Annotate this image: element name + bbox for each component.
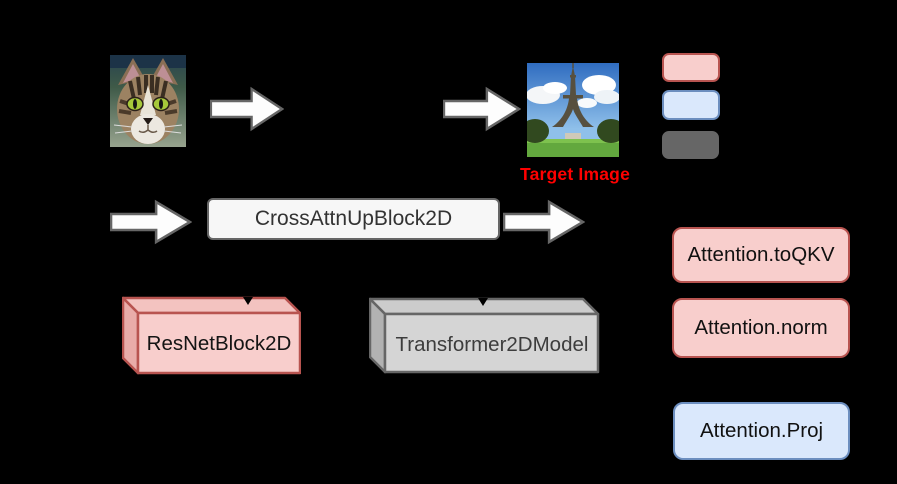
attention-norm-label: Attention.norm: [694, 316, 828, 339]
transformer-model-label: Transformer2DModel: [396, 333, 589, 356]
attention-toqkv-box: Attention.toQKV: [672, 227, 850, 283]
resnet-block-label: ResNetBlock2D: [147, 332, 292, 355]
transformer-model-cube: Transformer2DModel: [369, 297, 600, 374]
cross-attn-up-block: CrossAttnUpBlock2D: [207, 198, 500, 240]
arrow-into-block-icon: [110, 199, 192, 245]
legend-blue-swatch: [662, 90, 720, 120]
attention-norm-box: Attention.norm: [672, 298, 850, 358]
target-image-caption: Target Image: [519, 164, 631, 184]
legend-red-swatch: [662, 53, 720, 82]
connector-arrowhead-icon: [478, 298, 488, 306]
source-cat-image: [110, 55, 186, 147]
arrow-out-of-block-icon: [503, 199, 585, 245]
target-eiffel-image: [527, 63, 619, 157]
legend-gray-swatch: [662, 131, 719, 159]
attention-toqkv-label: Attention.toQKV: [687, 243, 835, 266]
attention-proj-label: Attention.Proj: [699, 419, 824, 442]
attention-proj-box: Attention.Proj: [673, 402, 850, 460]
arrow-into-target-icon: [443, 86, 521, 132]
arrow-source-to-target-icon: [210, 86, 284, 132]
connector-arrowhead-icon: [243, 297, 253, 305]
resnet-block-cube: ResNetBlock2D: [122, 296, 301, 375]
cross-attn-up-block-label: CrossAttnUpBlock2D: [254, 207, 453, 230]
